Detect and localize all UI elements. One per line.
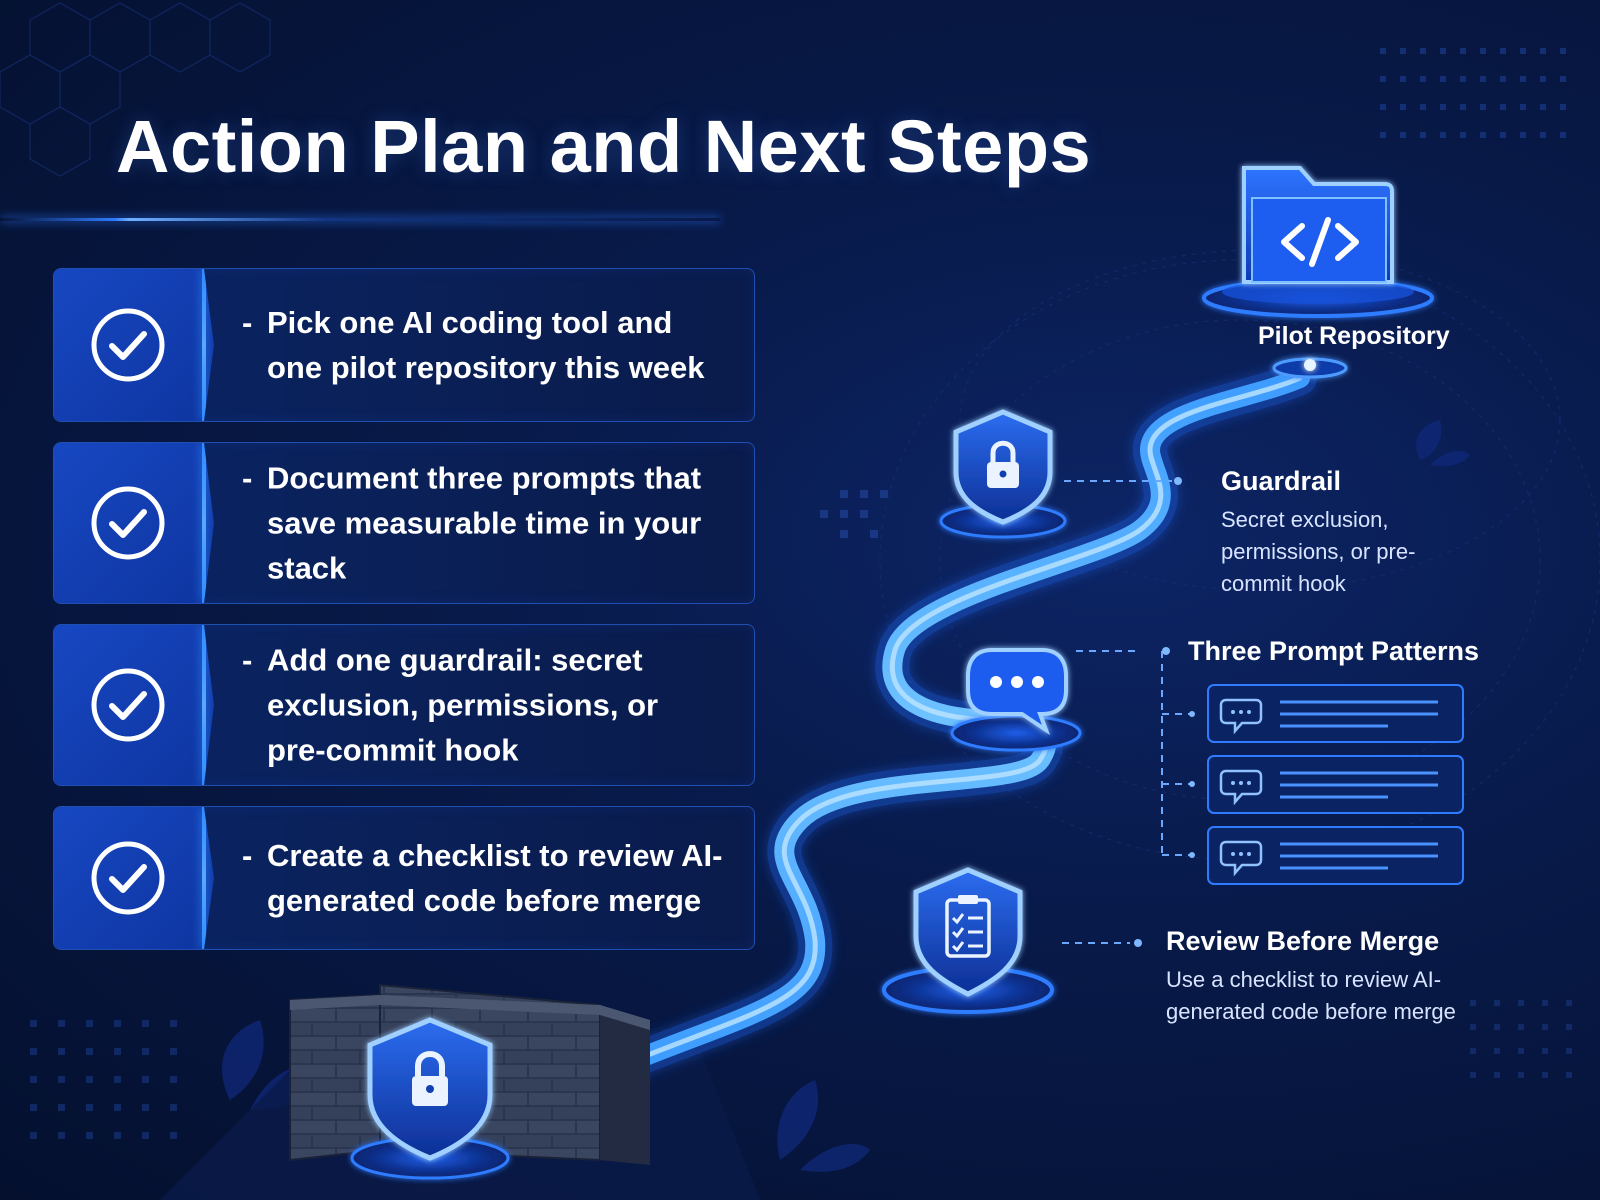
step-label: Document three prompts that save measura… bbox=[267, 460, 702, 586]
step-card-1: - Pick one AI coding tool and one pilot … bbox=[53, 268, 755, 422]
dot-grid-top-right bbox=[1380, 48, 1566, 138]
message-icon bbox=[1219, 698, 1263, 735]
step-label: Create a checklist to review AI-generate… bbox=[267, 838, 723, 918]
check-circle-icon bbox=[91, 486, 165, 560]
step-text: - Add one guardrail: secret exclusion, p… bbox=[242, 638, 684, 773]
prompt-card-1 bbox=[1207, 684, 1464, 743]
step-card-3: - Add one guardrail: secret exclusion, p… bbox=[53, 624, 755, 786]
guardrail-description: Secret exclusion, permissions, or pre-co… bbox=[1221, 507, 1416, 596]
step-text: - Document three prompts that save measu… bbox=[242, 456, 714, 591]
step-badge bbox=[54, 269, 214, 421]
review-description: Use a checklist to review AI-generated c… bbox=[1166, 967, 1456, 1024]
step-dash: - bbox=[242, 838, 253, 873]
prompt-patterns-label: Three Prompt Patterns bbox=[1188, 636, 1480, 666]
step-badge bbox=[54, 443, 214, 603]
step-dash: - bbox=[242, 305, 253, 340]
step-card-2: - Document three prompts that save measu… bbox=[53, 442, 755, 604]
message-icon bbox=[1219, 769, 1263, 806]
check-circle-icon bbox=[91, 668, 165, 742]
connector-lines bbox=[1062, 480, 1190, 944]
step-text: - Pick one AI coding tool and one pilot … bbox=[242, 300, 730, 390]
pilot-repository-label: Pilot Repository bbox=[1258, 322, 1450, 350]
title-underline-glow bbox=[0, 218, 720, 221]
step-badge bbox=[54, 625, 214, 785]
code-folder-icon bbox=[1202, 166, 1434, 379]
step-dash: - bbox=[242, 642, 253, 678]
check-circle-icon bbox=[91, 308, 165, 382]
lock-shield-icon bbox=[939, 409, 1067, 539]
chat-bubble-icon bbox=[950, 648, 1082, 752]
step-card-4: - Create a checklist to review AI-genera… bbox=[53, 806, 755, 950]
step-label: Add one guardrail: secret exclusion, per… bbox=[267, 642, 659, 768]
step-label: Pick one AI coding tool and one pilot re… bbox=[267, 305, 705, 385]
prompt-card-3 bbox=[1207, 826, 1464, 885]
hex-pattern bbox=[0, 2, 271, 177]
step-badge bbox=[54, 807, 214, 949]
dot-grid-bottom-right bbox=[1470, 1000, 1572, 1078]
review-before-merge-label: Review Before Merge bbox=[1166, 926, 1440, 956]
dot-grid-bottom-left bbox=[30, 1020, 177, 1139]
prompt-pattern-cards bbox=[1207, 684, 1464, 885]
check-circle-icon bbox=[91, 841, 165, 915]
guardrail-label: Guardrail bbox=[1221, 466, 1342, 496]
brick-wall-shield-icon bbox=[289, 983, 650, 1180]
step-dash: - bbox=[242, 460, 253, 496]
checklist-shield-icon bbox=[882, 867, 1054, 1014]
step-text: - Create a checklist to review AI-genera… bbox=[242, 833, 740, 923]
page-title: Action Plan and Next Steps bbox=[116, 105, 1092, 188]
message-icon bbox=[1219, 840, 1263, 877]
prompt-card-2 bbox=[1207, 755, 1464, 814]
